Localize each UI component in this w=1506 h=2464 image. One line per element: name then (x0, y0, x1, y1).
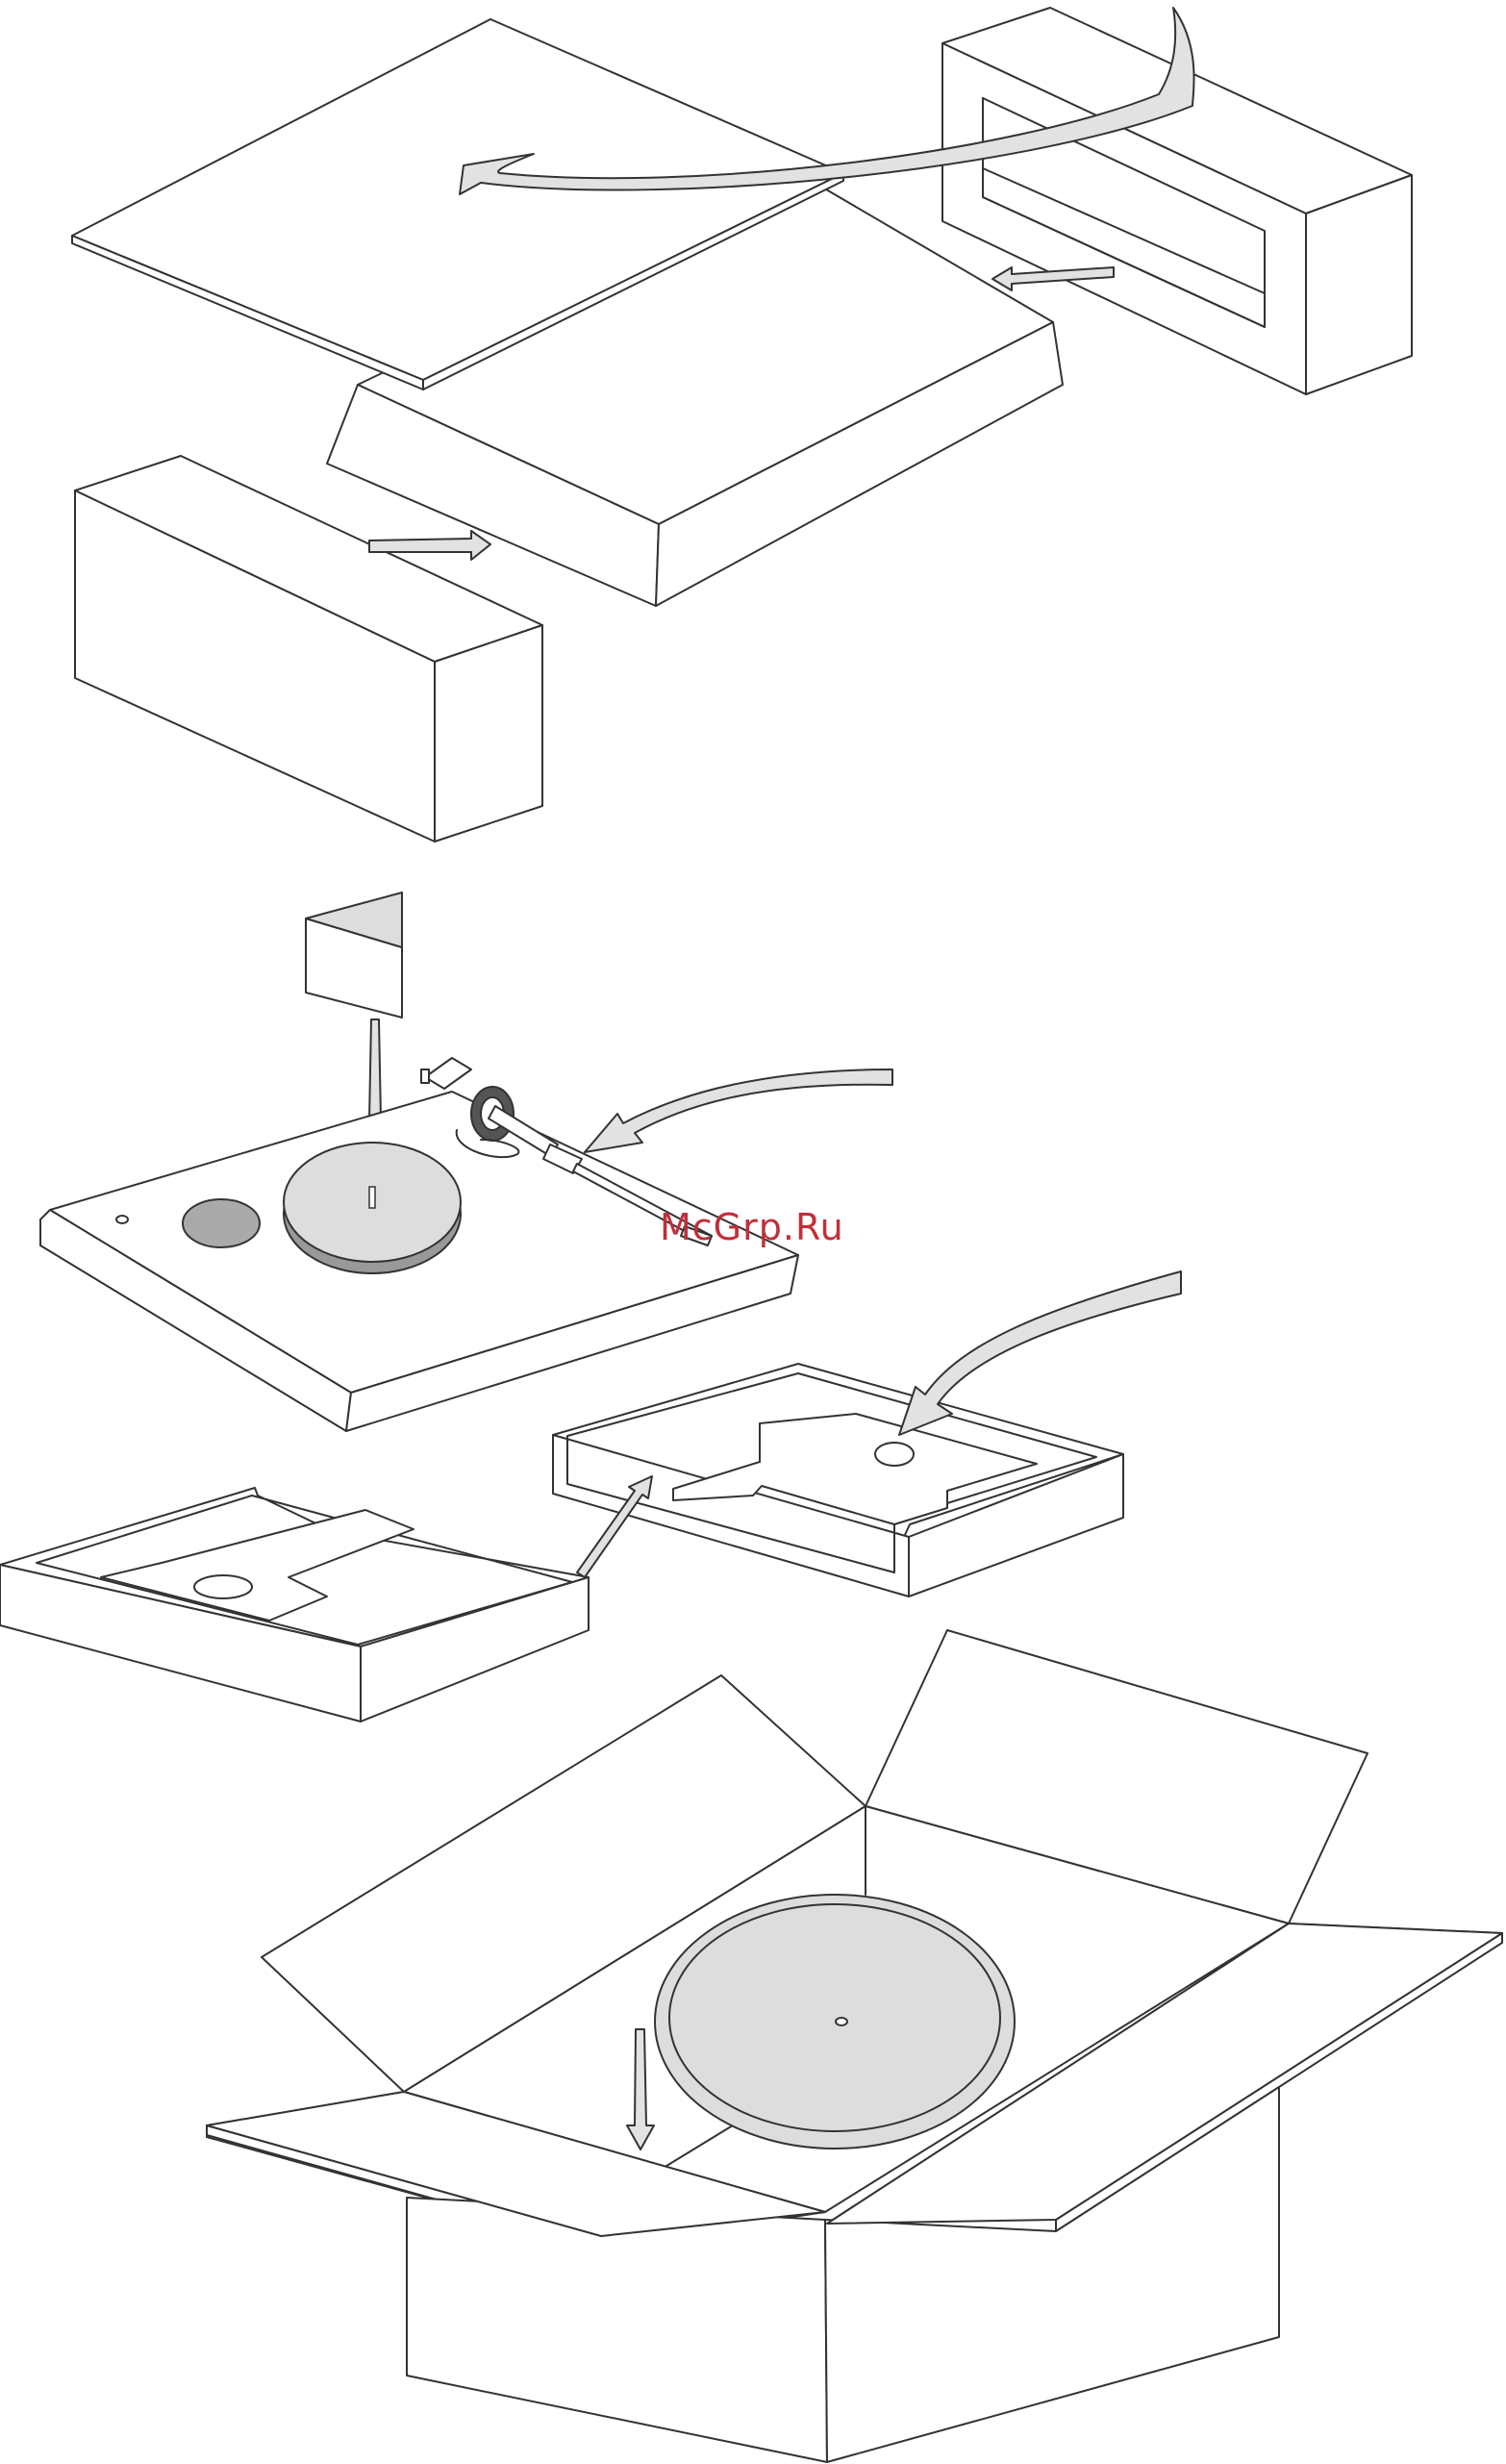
platter (284, 1143, 461, 1273)
step-remove-top-foam-insert (72, 8, 1412, 842)
foam-tray-right (553, 1364, 1123, 1597)
step-place-dust-cover-on-turntable (40, 893, 892, 1431)
curved-arrow-tray-icon (899, 1271, 1181, 1435)
foam-tray-left (0, 1488, 589, 1722)
box-front-left (407, 2198, 827, 2462)
control-knob (183, 1199, 260, 1247)
step-place-platter-in-box (207, 1630, 1502, 2462)
platter-disc (655, 1895, 1015, 2149)
spindle (369, 1187, 375, 1208)
curved-arrow-tonearm-icon (585, 1069, 892, 1152)
screw-hole (116, 1216, 128, 1223)
dust-cover-corner (306, 893, 402, 1018)
watermark-text: McGrp.Ru (660, 1206, 844, 1248)
